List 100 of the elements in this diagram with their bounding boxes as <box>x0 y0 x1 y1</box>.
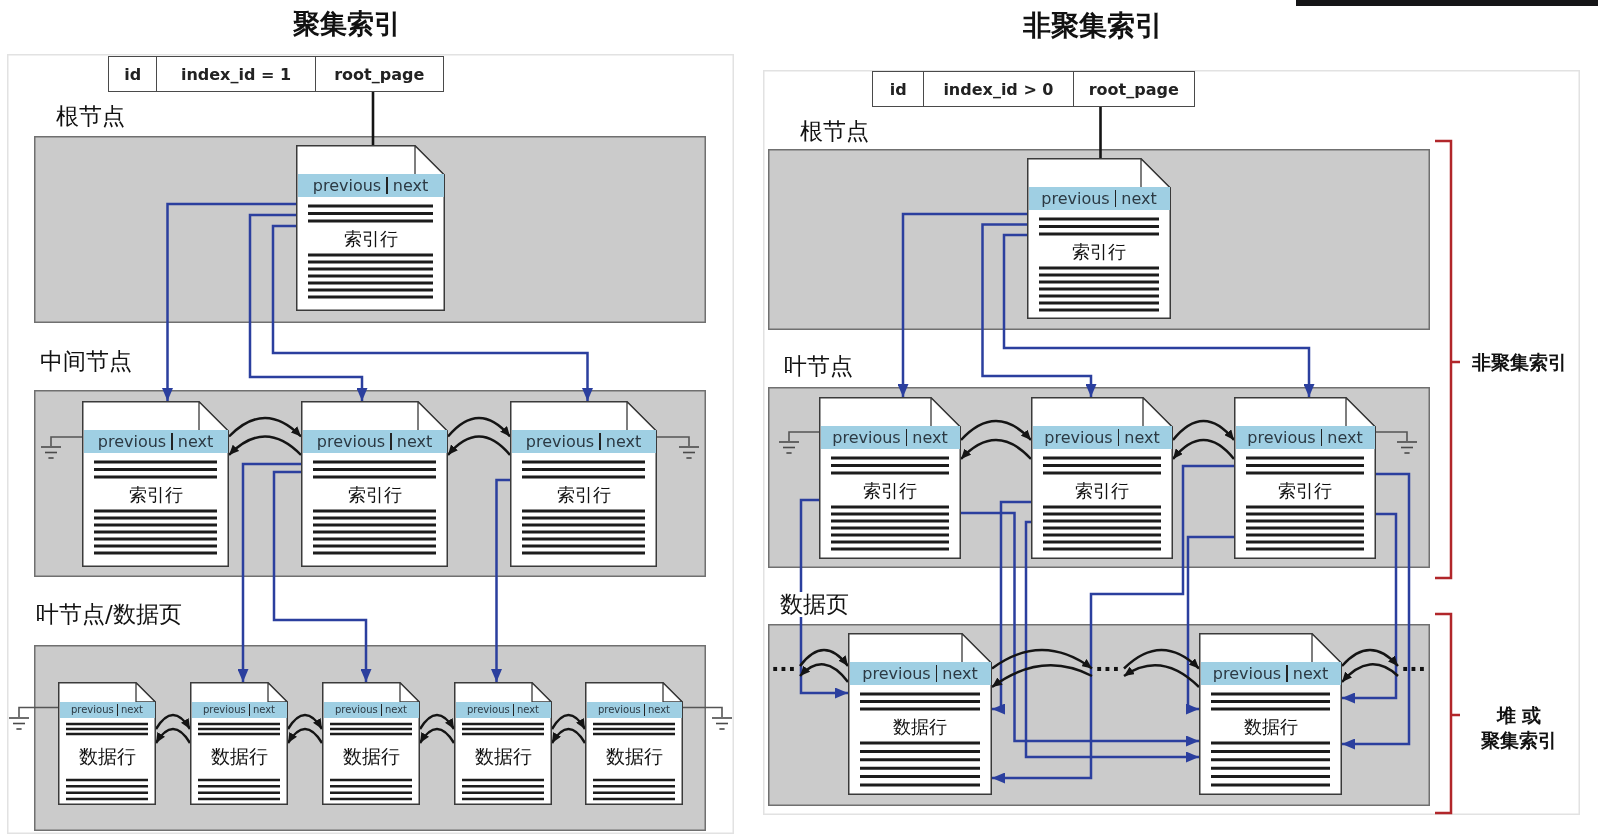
data-page <box>1199 633 1342 795</box>
arrow <box>1002 233 1315 397</box>
row-label: 数据行 <box>474 744 532 769</box>
pointer-label: next <box>120 705 144 715</box>
index-page <box>819 397 961 559</box>
ground-symbol <box>9 717 29 731</box>
field-table <box>872 71 1195 107</box>
data-page <box>190 682 288 805</box>
row-label: 索引行 <box>863 479 917 503</box>
curved-arrow <box>1172 438 1235 460</box>
row-label: 索引行 <box>1278 479 1332 503</box>
row-label: 索引行 <box>343 227 398 251</box>
ground-wire <box>656 436 690 447</box>
pointer-label: previous <box>202 705 246 715</box>
curved-arrow <box>991 648 1093 670</box>
row-label: 数据行 <box>78 744 136 769</box>
pointer-label: previous <box>525 433 595 450</box>
band-heading: 根节点 <box>798 119 871 145</box>
arrow <box>237 462 301 682</box>
ellipsis: ... <box>1092 652 1124 676</box>
row-label: 数据行 <box>1243 715 1298 739</box>
arrow <box>1342 512 1398 704</box>
curved-arrow <box>447 435 511 456</box>
pointer-label: previous <box>1044 429 1113 446</box>
pointer-label: previous <box>832 429 901 446</box>
band-heading: 数据页 <box>778 592 851 618</box>
ground-symbol <box>779 441 799 455</box>
arrow <box>491 478 510 682</box>
curved-arrow <box>1123 664 1200 688</box>
row-label: 数据行 <box>342 744 400 769</box>
ground-wire <box>682 706 723 718</box>
curved-arrow <box>960 438 1032 460</box>
index-page <box>1027 158 1171 319</box>
curved-arrow <box>1341 663 1399 683</box>
pointer-label: previous <box>1247 429 1316 446</box>
pointer-label: next <box>396 433 433 450</box>
pointer-label: next <box>384 705 408 715</box>
curved-arrow <box>799 648 849 667</box>
arrow <box>272 470 372 682</box>
pointer-label: previous <box>1041 190 1110 207</box>
index-page <box>1234 397 1376 559</box>
pointer-label: previous <box>97 433 167 450</box>
curved-arrow <box>1123 648 1200 670</box>
arrow <box>271 224 593 401</box>
ground-wire <box>50 436 83 447</box>
arrow <box>961 511 1199 747</box>
data-page <box>58 682 156 805</box>
pointer-label: previous <box>466 705 510 715</box>
arrow <box>897 212 1027 397</box>
curved-arrow <box>447 416 511 438</box>
curved-arrow <box>154 727 192 744</box>
ground-wire <box>788 431 820 442</box>
pointer-label: previous <box>334 705 378 715</box>
pointer-label: next <box>647 705 671 715</box>
pointer-label: next <box>392 177 429 194</box>
ground-symbol <box>41 446 61 460</box>
arrow <box>1024 520 1199 763</box>
data-page <box>454 682 552 805</box>
curved-arrow <box>1172 419 1235 441</box>
band-heading: 叶节点/数据页 <box>34 602 184 628</box>
arrow <box>981 223 1097 397</box>
pointer-label: next <box>516 705 540 715</box>
pointer-label: previous <box>1212 665 1282 682</box>
ground-symbol <box>1397 441 1417 455</box>
row-label: 索引行 <box>128 483 183 507</box>
field-cell: index_id = 1 <box>156 57 315 91</box>
curved-arrow <box>154 713 192 730</box>
data-page <box>848 633 992 795</box>
bracket-label: 聚集索引 <box>1481 729 1557 752</box>
ground-wire <box>1375 431 1408 442</box>
arrow <box>799 498 848 699</box>
panel-title: 聚集索引 <box>293 8 401 41</box>
field-cell: root_page <box>314 57 443 91</box>
arrow <box>1186 535 1234 715</box>
bracket-label: 堆 或 <box>1496 704 1542 727</box>
pointer-label: previous <box>312 177 382 194</box>
pointer-label: next <box>942 665 978 682</box>
arrow <box>248 213 368 401</box>
ground-symbol <box>712 717 732 731</box>
band-heading: 叶节点 <box>782 354 855 380</box>
ground-wire <box>18 706 59 718</box>
band-heading: 根节点 <box>54 104 127 130</box>
pointer-label: previous <box>597 705 641 715</box>
data-page <box>585 682 683 805</box>
pointer-label: previous <box>316 433 386 450</box>
pointer-label: next <box>177 433 214 450</box>
connector-line <box>1099 107 1102 158</box>
curved-arrow <box>799 663 849 683</box>
index-page <box>1031 397 1173 559</box>
ellipsis: ... <box>768 652 800 676</box>
arrow <box>992 464 1234 784</box>
curved-arrow <box>550 713 587 730</box>
pointer-label: next <box>252 705 276 715</box>
pointer-label: previous <box>70 705 114 715</box>
row-label: 数据行 <box>210 744 268 769</box>
curved-arrow <box>1341 648 1399 667</box>
band-heading: 中间节点 <box>38 349 134 375</box>
curved-arrow <box>228 435 302 456</box>
field-cell: index_id > 0 <box>923 72 1073 106</box>
arrow <box>162 202 296 401</box>
